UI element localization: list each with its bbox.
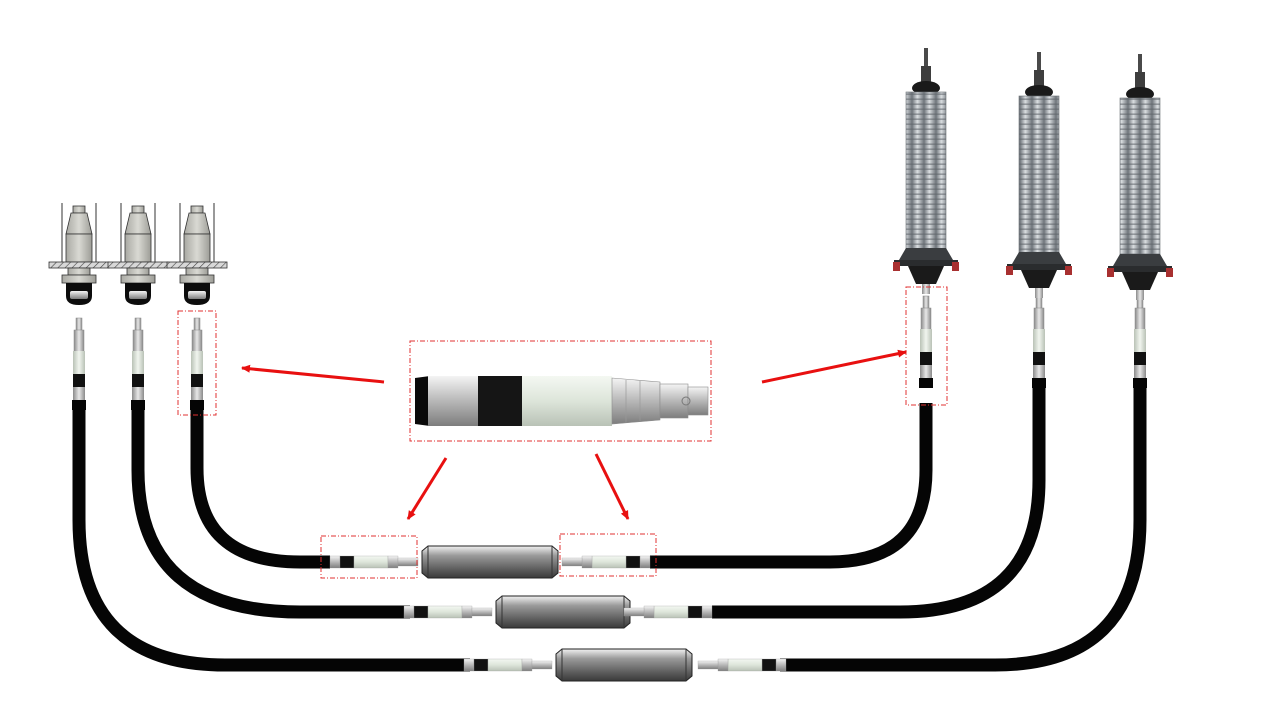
arrows — [241, 349, 907, 520]
vertical-cable-end — [190, 317, 204, 410]
outdoor-termination-icon — [1107, 54, 1173, 300]
horizontal-cable-end — [329, 555, 419, 569]
prefab-connector-icon — [415, 376, 709, 426]
red-arrow-icon — [761, 349, 907, 384]
highlight-boxes — [177, 286, 948, 579]
outdoor-termination-icon — [1006, 52, 1072, 298]
highlight-box-gis-end — [177, 310, 217, 416]
vertical-cable-end — [1032, 295, 1046, 388]
red-arrow-icon — [241, 364, 385, 384]
horizontal-cable-end — [403, 605, 493, 619]
cable-runs — [72, 380, 1147, 672]
cable-run-middle-right — [712, 381, 1046, 619]
vertical-cable-end — [72, 317, 86, 410]
straight-joints — [329, 545, 787, 682]
outdoor-termination-icon — [893, 48, 959, 294]
horizontal-cable-end — [561, 555, 651, 569]
cable-run-outer — [72, 403, 470, 672]
highlight-box-joint-left — [320, 535, 418, 579]
gis-terminations — [48, 203, 228, 305]
horizontal-cable-end — [623, 605, 713, 619]
detail-highlight-box — [409, 340, 712, 442]
straight-joint-icon — [495, 595, 631, 629]
cable-run-inner — [190, 403, 330, 569]
vertical-cable-end — [1133, 295, 1147, 388]
gis-termination-icon — [166, 203, 228, 305]
vertical-cable-end — [131, 317, 145, 410]
gis-termination-icon — [107, 203, 169, 305]
straight-joint-icon — [555, 648, 693, 682]
outdoor-terminations — [893, 48, 1173, 300]
straight-joint-icon — [421, 545, 559, 579]
prefab-connector-detail — [409, 340, 712, 442]
vertical-cable-end — [919, 295, 933, 388]
red-arrow-icon — [406, 457, 448, 520]
highlight-box-outdoor-end — [905, 286, 948, 406]
horizontal-cable-end — [463, 658, 553, 672]
cable-run-outer-right — [780, 380, 1147, 672]
red-arrow-icon — [594, 453, 630, 520]
horizontal-cable-end — [697, 658, 787, 672]
highlight-box-joint-right — [559, 533, 657, 577]
cable-run-inner-right — [650, 403, 933, 569]
gis-side-cable-ends — [72, 295, 1147, 410]
cable-run-middle — [131, 402, 410, 619]
gis-termination-icon — [48, 203, 110, 305]
